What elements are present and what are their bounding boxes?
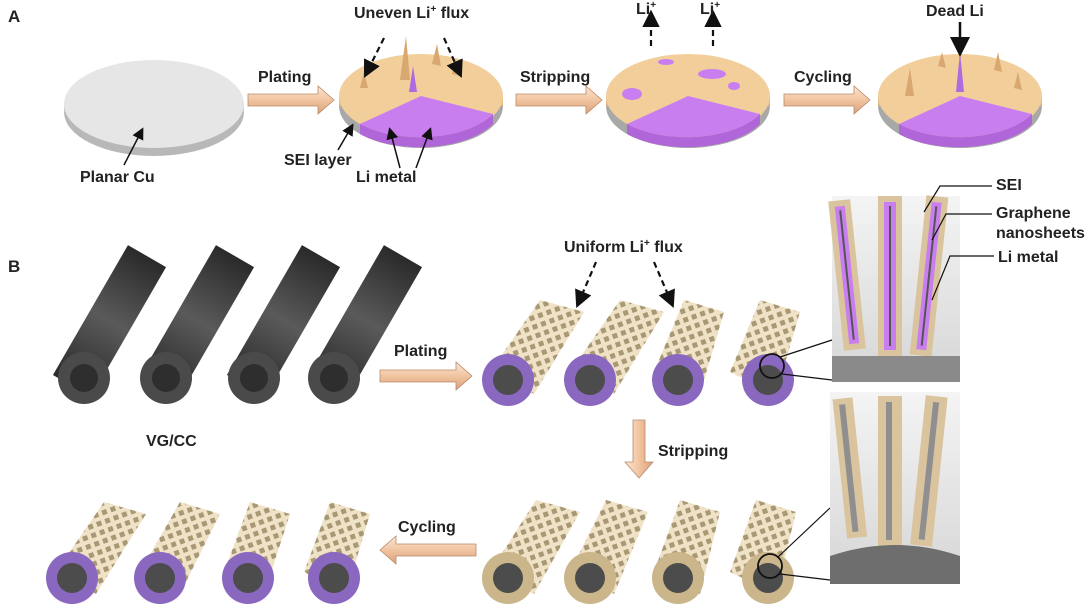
sei-pointer-a	[337, 123, 354, 151]
li-metal-pointer-2	[415, 127, 433, 169]
li-metal-pointer-1	[386, 127, 401, 169]
stripping-arrow-a	[515, 85, 603, 115]
stripping-arrow-b	[624, 419, 654, 479]
li-ion-label-right: Li+	[700, 0, 720, 18]
uniform-flux-arrow-right	[652, 261, 675, 309]
legend-sei-line	[923, 185, 992, 213]
stripped-disk	[606, 54, 770, 148]
plating-label-a: Plating	[258, 69, 311, 86]
legend-graphene-line	[931, 213, 992, 241]
planar-cu-disk	[64, 60, 244, 156]
plated-disk	[339, 36, 503, 148]
stripping-label-a: Stripping	[520, 69, 590, 86]
panel-b-label: B	[8, 257, 20, 276]
dead-li-label: Dead Li	[926, 3, 984, 20]
vgcc-label: VG/CC	[146, 433, 197, 450]
zoom-line-bottom-1	[777, 507, 831, 558]
li-metal-label-a: Li metal	[356, 169, 416, 186]
zoom-circle-bottom	[757, 553, 783, 579]
cycled-cylinders	[46, 502, 370, 604]
zoom-inset-stripped	[830, 392, 960, 584]
zoom-line-top-1	[779, 339, 833, 358]
panel-a-label: A	[8, 7, 20, 26]
legend-sei: SEI	[996, 177, 1022, 194]
cycling-label-a: Cycling	[794, 69, 852, 86]
plating-label-b: Plating	[394, 343, 447, 360]
stripped-cylinders	[482, 500, 796, 604]
legend-li-metal: Li metal	[998, 249, 1058, 266]
zoom-circle-top	[759, 353, 785, 379]
vgcc-cylinders	[52, 245, 423, 404]
plating-arrow-b	[379, 361, 473, 391]
sei-layer-label: SEI layer	[284, 152, 352, 169]
cycling-arrow-b	[379, 535, 477, 565]
plated-cylinders	[482, 300, 800, 406]
uneven-flux-label: Uneven Li+ flux	[354, 4, 469, 22]
cycling-arrow-a	[783, 85, 871, 115]
uneven-flux-arrow-right	[442, 37, 463, 79]
plating-arrow-a	[247, 85, 335, 115]
uneven-flux-arrow-left	[364, 37, 385, 78]
li-ion-label-left: Li+	[636, 0, 656, 18]
cycling-label-b: Cycling	[398, 519, 456, 536]
planar-cu-pointer	[123, 127, 144, 166]
legend-graphene-2: nanosheets	[996, 225, 1085, 242]
zoom-line-bottom-2	[779, 573, 831, 581]
legend-li-metal-line	[931, 255, 994, 301]
zoom-line-top-2	[781, 373, 833, 381]
legend-graphene-1: Graphene	[996, 205, 1071, 222]
uniform-flux-arrow-left	[575, 261, 598, 309]
planar-cu-label: Planar Cu	[80, 169, 155, 186]
zoom-inset-plated	[828, 195, 960, 382]
cycled-disk	[878, 52, 1042, 148]
stripping-label-b: Stripping	[658, 443, 728, 460]
uniform-flux-label: Uniform Li+ flux	[564, 238, 683, 256]
